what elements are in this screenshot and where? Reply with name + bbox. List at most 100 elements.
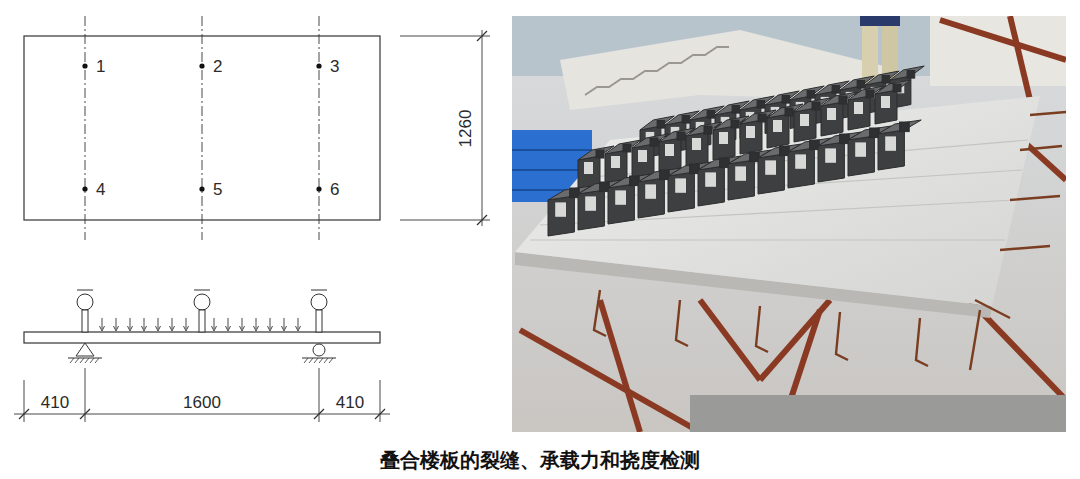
plan-view	[202, 16, 203, 240]
elevation-view	[77, 294, 93, 310]
elevation-view	[314, 358, 318, 363]
test-photo	[657, 121, 665, 129]
elevation-view	[82, 310, 88, 332]
dimension-value: 1600	[183, 394, 221, 411]
test-photo	[881, 96, 890, 108]
test-photo	[765, 160, 776, 174]
test-photo	[530, 140, 1028, 240]
test-photo	[690, 395, 1066, 432]
test-photo	[832, 86, 840, 94]
plan-view	[82, 63, 321, 191]
elevation-view	[324, 358, 328, 363]
elevation-view	[80, 409, 90, 419]
dimension-value: 410	[336, 394, 364, 411]
plan-view	[319, 16, 320, 240]
test-photo	[548, 196, 574, 236]
elevation-view	[14, 368, 390, 422]
elevation-view	[302, 357, 336, 358]
elevation-view	[375, 409, 385, 419]
elevation-view	[76, 343, 94, 356]
dimension-value: 1260	[457, 109, 474, 147]
test-photo	[584, 162, 593, 174]
test-photo	[875, 80, 911, 124]
test-photo	[1000, 246, 1050, 250]
test-photo	[839, 96, 847, 104]
test-photo	[682, 116, 690, 124]
elevation-view	[144, 318, 145, 329]
point-number: 6	[330, 181, 339, 198]
elevation-view	[158, 318, 159, 329]
elevation-view	[226, 326, 231, 331]
plan-view	[316, 186, 321, 191]
test-photo	[795, 154, 806, 168]
test-photo	[707, 111, 715, 119]
plan-view	[24, 16, 490, 240]
point-number: 5	[213, 181, 222, 198]
test-photo	[668, 172, 694, 212]
test-photo	[735, 166, 746, 180]
point-number: 1	[96, 58, 105, 75]
test-photo	[854, 102, 863, 114]
test-photo	[600, 300, 640, 432]
test-photo	[611, 156, 620, 168]
elevation-view	[329, 358, 333, 363]
test-photo	[512, 16, 1066, 432]
test-photo	[866, 90, 874, 98]
test-photo	[818, 142, 844, 182]
plan-view	[82, 63, 87, 68]
elevation-view	[24, 380, 25, 422]
point-number: 3	[330, 58, 339, 75]
test-photo	[594, 112, 1066, 370]
test-photo	[623, 144, 631, 152]
elevation-view	[142, 326, 147, 331]
test-photo	[907, 71, 915, 79]
elevation-view	[75, 358, 79, 363]
test-photo	[705, 172, 716, 186]
test-photo	[512, 149, 592, 151]
plan-view	[400, 36, 490, 37]
elevation-view	[380, 380, 381, 422]
elevation-view	[128, 326, 133, 331]
test-photo	[632, 144, 654, 178]
elevation-view	[282, 326, 287, 331]
test-photo	[878, 130, 904, 170]
test-photo	[890, 66, 924, 80]
elevation-view	[311, 294, 327, 310]
elevation-view	[19, 409, 29, 419]
test-photo	[916, 318, 928, 366]
test-photo	[659, 138, 681, 172]
test-photo	[882, 76, 890, 84]
test-photo	[827, 108, 836, 120]
elevation-view	[77, 290, 327, 332]
plan-view	[85, 16, 319, 240]
test-photo	[713, 126, 735, 160]
plan-view	[316, 63, 321, 68]
test-photo	[515, 96, 1040, 306]
test-photo	[740, 120, 762, 154]
test-photo	[731, 120, 739, 128]
test-photo	[585, 196, 596, 210]
test-photo	[638, 150, 647, 162]
elevation-view	[304, 358, 308, 363]
elevation-view	[80, 358, 84, 363]
test-photo	[757, 101, 765, 109]
elevation-view	[194, 294, 210, 310]
test-photo	[512, 16, 1066, 432]
elevation-view	[311, 290, 327, 291]
plan-view	[199, 63, 204, 68]
test-photo	[732, 106, 740, 114]
test-photo	[758, 154, 784, 194]
test-photo	[893, 84, 901, 92]
point-number: 2	[213, 58, 222, 75]
test-photo	[1010, 16, 1030, 100]
test-photo	[878, 120, 921, 170]
elevation-view	[284, 318, 285, 329]
elevation-view	[100, 318, 301, 331]
test-photo	[1020, 146, 1062, 150]
plan-view	[482, 30, 483, 226]
elevation-view	[172, 318, 173, 329]
test-photo	[548, 66, 924, 236]
plan-view	[85, 16, 86, 240]
elevation-view	[313, 344, 325, 356]
